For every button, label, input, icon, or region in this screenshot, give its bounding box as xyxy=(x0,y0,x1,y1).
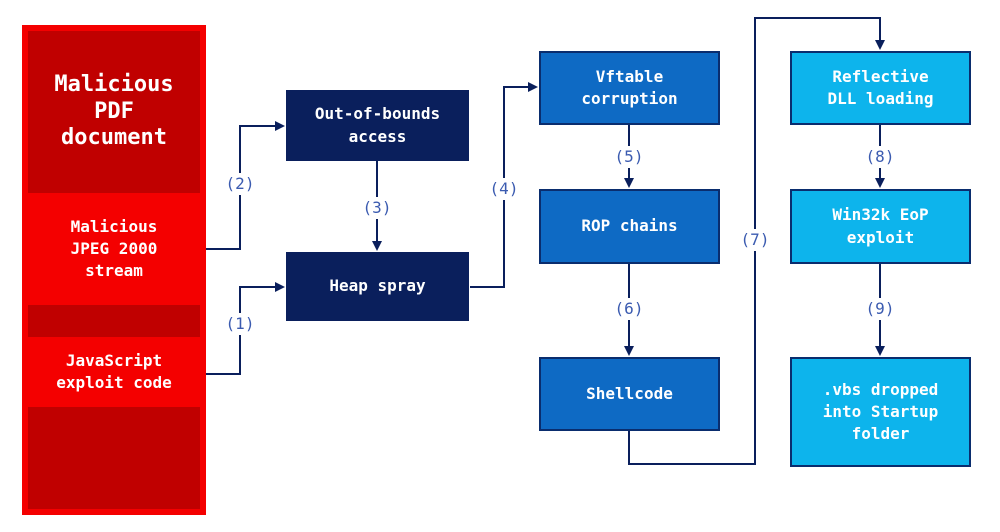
javascript-exploit-box: JavaScript exploit code xyxy=(28,337,200,407)
step-label-8: (8) xyxy=(860,146,900,168)
step-label-3: (3) xyxy=(357,197,397,219)
node-vftable-corruption: Vftable corruption xyxy=(539,51,720,125)
document-spacer xyxy=(28,305,200,337)
step-label-2: (2) xyxy=(220,173,260,195)
pdf-document-title: Malicious PDF document xyxy=(28,31,200,193)
step-label-9: (9) xyxy=(860,298,900,320)
node-vbs-dropped-startup: .vbs dropped into Startup folder xyxy=(790,357,971,467)
document-bottom-block xyxy=(28,407,200,509)
node-shellcode: Shellcode xyxy=(539,357,720,431)
step-label-7: (7) xyxy=(735,229,775,251)
node-out-of-bounds-access: Out-of-bounds access xyxy=(286,90,469,161)
node-heap-spray: Heap spray xyxy=(286,252,469,321)
step-label-6: (6) xyxy=(609,298,649,320)
jpeg2000-stream-box: Malicious JPEG 2000 stream xyxy=(28,193,200,305)
step-label-1: (1) xyxy=(220,313,260,335)
step-label-4: (4) xyxy=(484,178,524,200)
step-label-5: (5) xyxy=(609,146,649,168)
node-rop-chains: ROP chains xyxy=(539,189,720,264)
node-win32k-eop-exploit: Win32k EoP exploit xyxy=(790,189,971,264)
node-reflective-dll-loading: Reflective DLL loading xyxy=(790,51,971,125)
